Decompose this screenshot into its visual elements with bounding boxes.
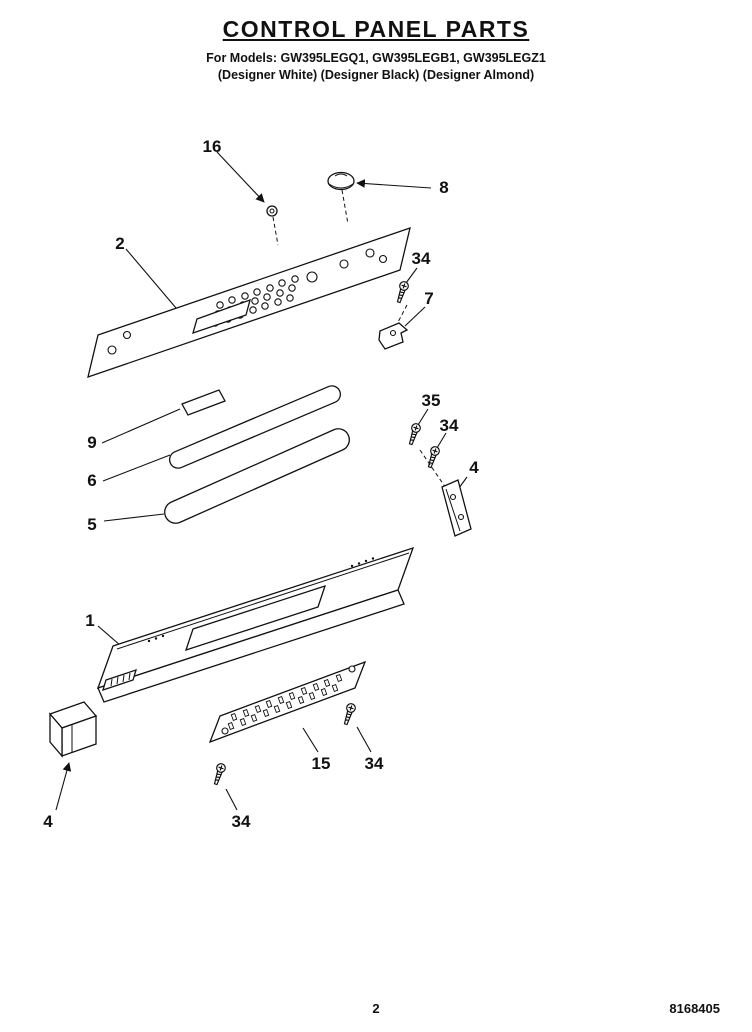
- part-label-1: 1: [85, 611, 94, 630]
- part-label-16: 16: [203, 137, 222, 156]
- part-label-4-left: 4: [43, 812, 53, 831]
- part-34-screw-top: [394, 267, 418, 325]
- page-number: 2: [372, 1001, 380, 1016]
- part-1-panel-housing: [96, 546, 415, 703]
- part-4-bracket-right: [441, 476, 472, 537]
- document-number: 8168405: [669, 1001, 720, 1016]
- part-7-bracket: [378, 306, 426, 350]
- part-label-2: 2: [115, 234, 124, 253]
- part-16-grommet: [216, 151, 279, 246]
- part-34-screw-bottom: [211, 761, 238, 811]
- part-label-34-mid: 34: [440, 416, 459, 435]
- part-4-endcap-left: [48, 701, 98, 811]
- part-label-5: 5: [87, 515, 96, 534]
- part-label-8: 8: [439, 178, 448, 197]
- part-9-nameplate: [101, 389, 226, 444]
- colors-line: (Designer White) (Designer Black) (Desig…: [217, 67, 535, 82]
- part-label-34-top: 34: [412, 249, 431, 268]
- part-label-15: 15: [312, 754, 331, 773]
- housing-opening: [184, 584, 327, 652]
- part-label-34-lower: 34: [365, 754, 384, 773]
- part-label-6: 6: [87, 471, 96, 490]
- part-6-lens: [102, 385, 342, 482]
- part-34-screw-lower: [341, 701, 372, 753]
- housing-flange: [97, 589, 405, 703]
- models-line: For Models: GW395LEGQ1, GW395LEGB1, GW39…: [206, 51, 546, 65]
- part-2-control-panel: [87, 227, 411, 378]
- part-15-keyboard: [208, 660, 367, 753]
- part-35-screw: [406, 408, 429, 447]
- part-label-35: 35: [422, 391, 441, 410]
- part-label-34-bottom: 34: [232, 812, 251, 831]
- part-8-knob: [327, 171, 432, 225]
- part-label-7: 7: [424, 289, 433, 308]
- display-window: [192, 298, 251, 335]
- part-label-9: 9: [87, 433, 96, 452]
- page-header: CONTROL PANEL PARTS For Models: GW395LEG…: [0, 16, 752, 84]
- part-5-lens: [103, 428, 350, 524]
- part-label-4-right: 4: [469, 458, 479, 477]
- page-title: CONTROL PANEL PARTS: [222, 16, 530, 42]
